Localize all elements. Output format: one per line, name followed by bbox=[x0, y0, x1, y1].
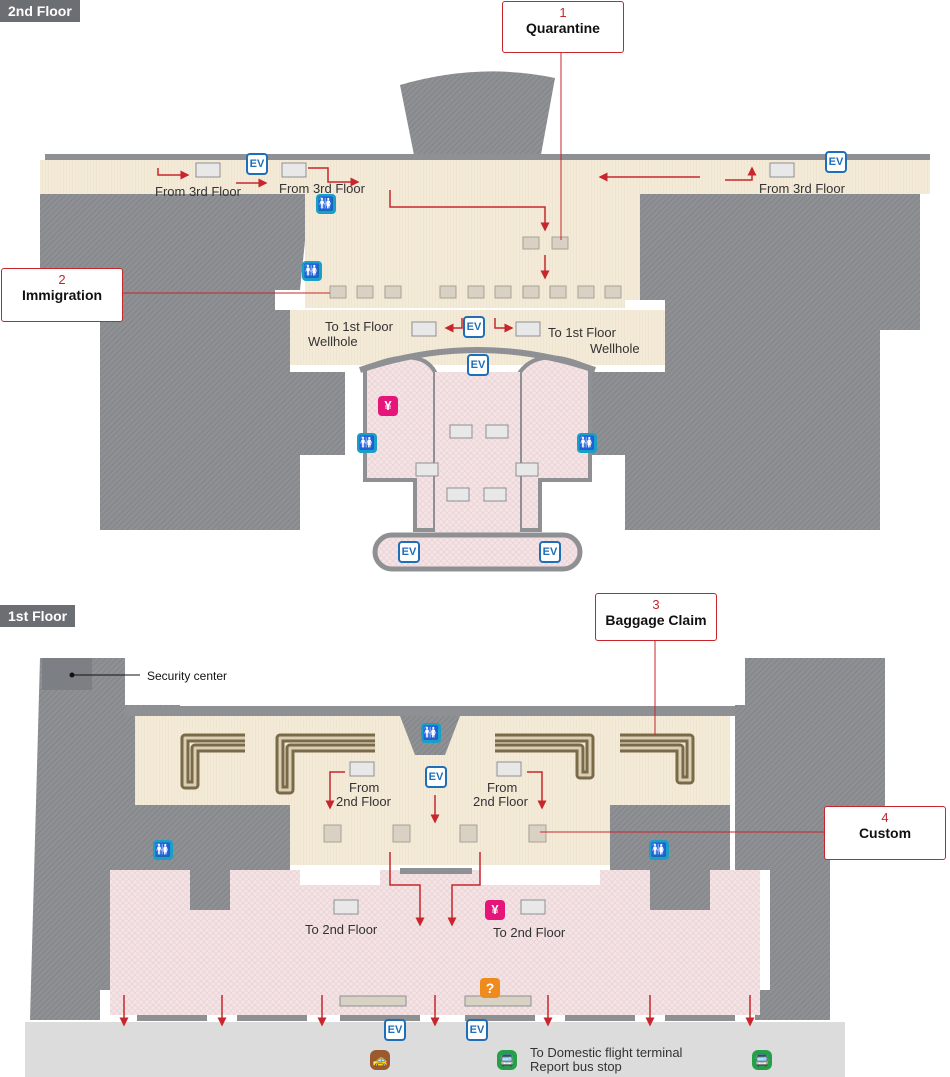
restroom-icon: 🚻 bbox=[649, 840, 669, 860]
information-icon: ? bbox=[480, 978, 500, 998]
upper-escalators bbox=[195, 162, 795, 502]
label-to-1st-floor: To 1st Floor bbox=[548, 325, 616, 340]
callout-custom: 4 Custom bbox=[824, 806, 946, 860]
currency-exchange-icon: ¥ bbox=[378, 396, 398, 416]
arrival-lobby bbox=[110, 870, 760, 1015]
label-from-3rd-floor: From 3rd Floor bbox=[759, 181, 845, 196]
elevator-icon: EV bbox=[539, 541, 561, 563]
upper-pier-center bbox=[435, 372, 520, 560]
elevator-icon: EV bbox=[825, 151, 847, 173]
label-to-2nd-floor: To 2nd Floor bbox=[493, 925, 566, 940]
restroom-icon: 🚻 bbox=[153, 840, 173, 860]
label-domestic-terminal: To Domestic flight terminal bbox=[530, 1045, 683, 1060]
label-from-3rd-floor: From 3rd Floor bbox=[155, 184, 241, 199]
label-from: From bbox=[349, 780, 380, 795]
restroom-icon: 🚻 bbox=[357, 433, 377, 453]
custom-counters bbox=[323, 824, 547, 843]
floor-tag-1st: 1st Floor bbox=[0, 605, 76, 627]
upper-routes bbox=[157, 166, 757, 333]
label-to-2nd-floor: To 2nd Floor bbox=[305, 922, 378, 937]
lower-building-right bbox=[735, 658, 885, 1020]
elevator-icon: EV bbox=[384, 1019, 406, 1041]
upper-pier-capsule bbox=[372, 532, 583, 572]
label-2nd-floor: 2nd Floor bbox=[473, 794, 528, 809]
callout-title: Quarantine bbox=[526, 20, 600, 36]
callout-number: 2 bbox=[58, 272, 66, 287]
upper-dome bbox=[400, 71, 555, 160]
baggage-hall-top-wall bbox=[125, 706, 735, 716]
curbside-road bbox=[25, 1022, 845, 1077]
label-2nd-floor: 2nd Floor bbox=[336, 794, 391, 809]
security-center-block bbox=[42, 658, 92, 690]
callout-title: Immigration bbox=[21, 287, 103, 303]
restroom-icon: 🚻 bbox=[316, 194, 336, 214]
elevator-icon: EV bbox=[467, 354, 489, 376]
lower-floor-plan bbox=[25, 640, 885, 1077]
restroom-icon: 🚻 bbox=[302, 261, 322, 281]
upper-floor-plan bbox=[40, 52, 930, 572]
callout-number: 1 bbox=[559, 5, 567, 20]
upper-corridor-top-wall bbox=[45, 154, 930, 160]
restroom-icon: 🚻 bbox=[421, 723, 441, 743]
callout-immigration: 2 Immigration bbox=[1, 268, 123, 322]
upper-central-concourse bbox=[305, 194, 640, 308]
elevator-icon: EV bbox=[425, 766, 447, 788]
callout-baggage-claim: 3 Baggage Claim bbox=[595, 593, 717, 641]
lower-escalators bbox=[333, 761, 546, 915]
label-to-1st-floor: To 1st Floor bbox=[325, 319, 393, 334]
label-from: From bbox=[487, 780, 518, 795]
elevator-icon: EV bbox=[463, 316, 485, 338]
upper-counters bbox=[329, 236, 622, 299]
restroom-icon: 🚻 bbox=[577, 433, 597, 453]
callout-quarantine: 1 Quarantine bbox=[502, 1, 624, 53]
label-from-3rd-floor: From 3rd Floor bbox=[279, 181, 365, 196]
label-wellhole: Wellhole bbox=[590, 341, 640, 356]
bus-icon: 🚍 bbox=[752, 1050, 772, 1070]
customs-gate bbox=[400, 868, 472, 874]
lower-inner-right bbox=[610, 805, 730, 910]
label-bus-stop: Report bus stop bbox=[530, 1059, 622, 1074]
bus-icon: 🚍 bbox=[497, 1050, 517, 1070]
elevator-icon: EV bbox=[466, 1019, 488, 1041]
callout-number: 4 bbox=[881, 810, 889, 825]
taxi-icon: 🚕 bbox=[370, 1050, 390, 1070]
currency-exchange-icon: ¥ bbox=[485, 900, 505, 920]
label-wellhole: Wellhole bbox=[308, 334, 358, 349]
lower-routes bbox=[119, 771, 755, 1027]
callout-title: Baggage Claim bbox=[605, 612, 707, 628]
lower-inner-left bbox=[135, 805, 290, 910]
security-dot bbox=[69, 672, 75, 678]
exit-counters bbox=[339, 995, 532, 1007]
front-wall bbox=[137, 1015, 735, 1021]
elevator-icon: EV bbox=[246, 153, 268, 175]
elevator-icon: EV bbox=[398, 541, 420, 563]
upper-pier-arch bbox=[359, 347, 596, 373]
callout-number: 3 bbox=[652, 597, 660, 612]
label-security-center: Security center bbox=[147, 669, 228, 683]
baggage-carousels-inner bbox=[183, 736, 692, 792]
callout-title: Custom bbox=[858, 825, 912, 841]
upper-building-right bbox=[585, 192, 920, 530]
floor-tag-2nd: 2nd Floor bbox=[0, 0, 80, 22]
